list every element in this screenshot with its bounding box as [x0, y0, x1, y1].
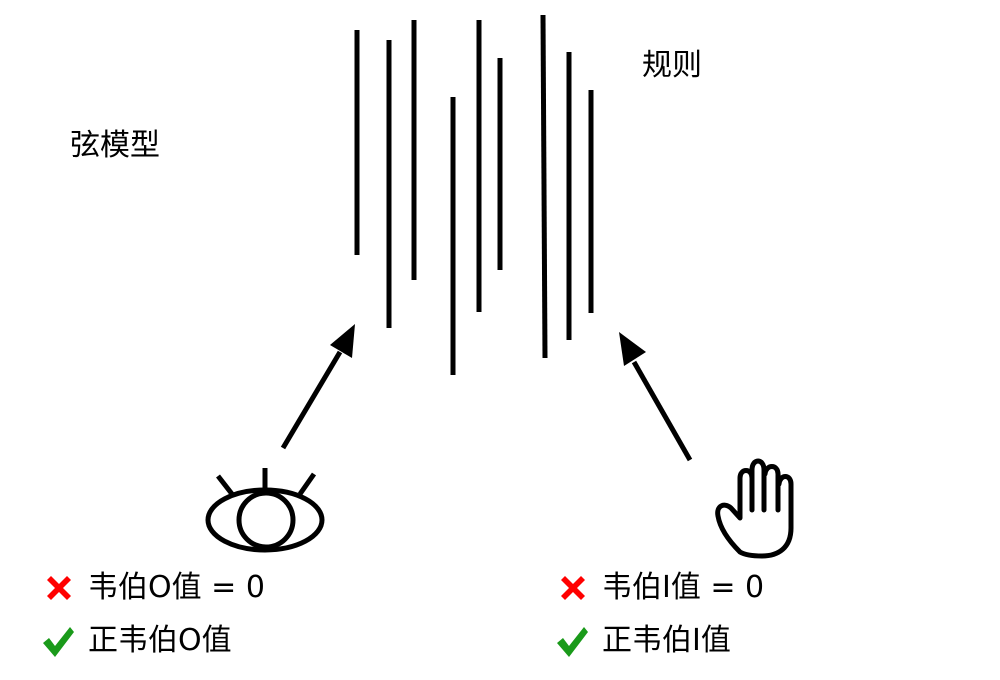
string-model-label: 弦模型 — [70, 128, 160, 163]
check-icon — [557, 627, 588, 657]
arrow-act — [619, 332, 693, 462]
strings-group — [354, 14, 594, 375]
cross-icon — [47, 576, 71, 600]
act-status-row-1: 韦伯I值 = 0 — [556, 571, 764, 605]
arrow-observe — [280, 324, 355, 450]
observe-status-text: 正韦伯O值 — [88, 623, 232, 658]
cross-icon — [561, 576, 585, 600]
string-line — [540, 14, 548, 359]
act-status-row-2: 正韦伯I值 — [554, 623, 731, 659]
act-status-text: 韦伯I值 = 0 — [602, 570, 765, 605]
check-icon — [43, 627, 74, 657]
hand-icon — [715, 458, 794, 559]
observe-status-row-2: 正韦伯O值 — [40, 623, 232, 659]
observe-status-row-1: 韦伯O值 = 0 — [42, 571, 265, 605]
rules-label: 规则 — [642, 48, 702, 83]
observe-status-text: 韦伯O值 = 0 — [88, 570, 265, 605]
act-status-text: 正韦伯I值 — [602, 623, 731, 658]
eye-icon — [205, 468, 325, 553]
